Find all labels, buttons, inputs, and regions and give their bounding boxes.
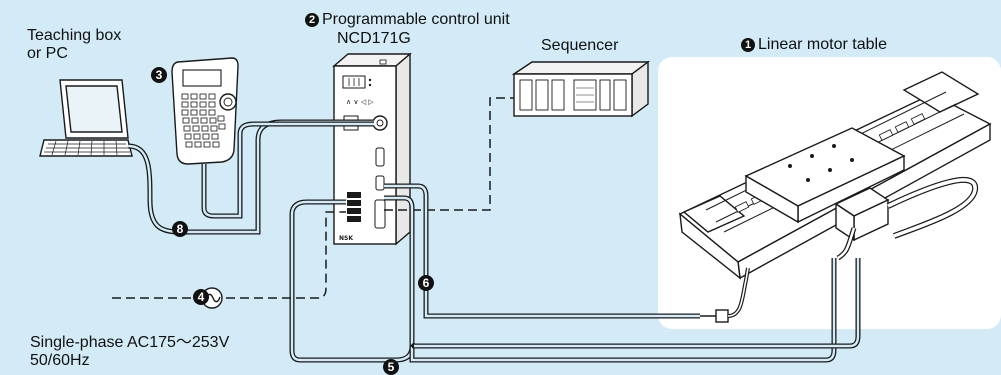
teaching-pendant-icon [172, 58, 238, 164]
cable-6 [384, 186, 700, 316]
power-label: Single-phase AC175～253V 50/60Hz [30, 334, 229, 370]
control-unit-label-line1: Programmable control unit [322, 11, 510, 28]
sequencer-label: Sequencer [541, 37, 618, 55]
power-label-line1: Single-phase AC175～253V [30, 334, 229, 352]
control-unit-icon: ∧ ∨ ◁ ▷ NSK [334, 54, 410, 244]
badge-4: 4 [193, 289, 209, 305]
badge-8: 8 [172, 221, 188, 237]
badge-2: 2 [305, 13, 319, 27]
badge-5: 5 [383, 359, 399, 375]
badge-1: 1 [741, 38, 755, 52]
svg-text:∧ ∨ ◁ ▷: ∧ ∨ ◁ ▷ [346, 98, 374, 106]
motor-table-label-text: Linear motor table [758, 36, 887, 53]
control-unit-model-label: NCD171G [337, 30, 411, 48]
power-label-line2: 50/60Hz [30, 352, 229, 370]
laptop-icon [40, 80, 132, 156]
sequencer-icon [514, 62, 648, 116]
badge-3: 3 [151, 67, 167, 83]
teaching-box-label-line1: Teaching box [27, 27, 121, 45]
teaching-box-label: Teaching box or PC [27, 27, 121, 63]
teaching-box-label-line2: or PC [27, 45, 121, 63]
svg-text:NSK: NSK [339, 235, 353, 242]
badge-6: 6 [418, 275, 434, 291]
